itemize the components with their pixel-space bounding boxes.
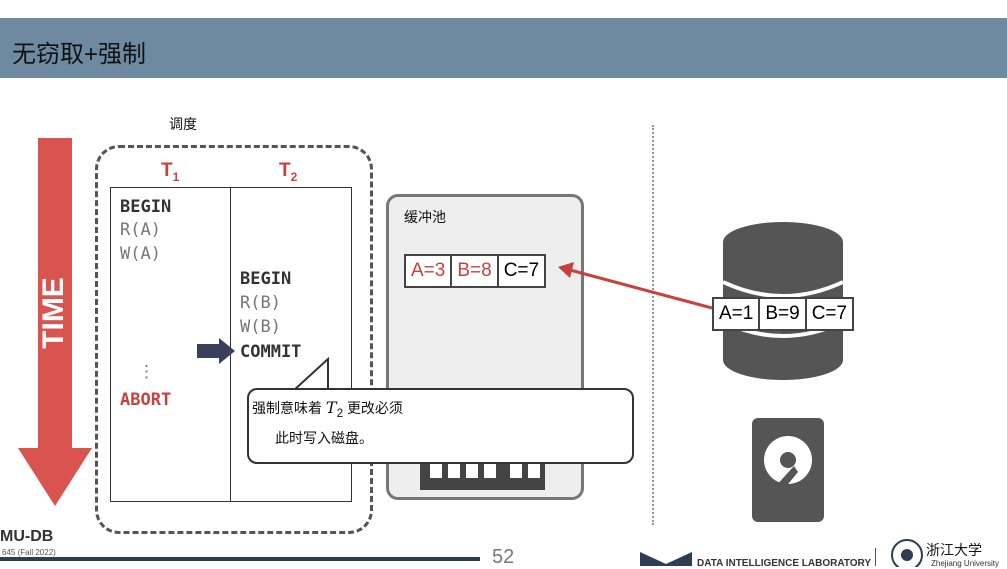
fetch-arrow — [558, 262, 713, 310]
buffer-pool-pages: A=3 B=8 C=7 — [404, 254, 547, 288]
disk-page-a: A=1 — [714, 299, 761, 329]
memory-chip-icon — [420, 458, 545, 490]
t1-header: T1 — [161, 160, 180, 184]
university-name-en: Zhejiang University — [931, 559, 1000, 568]
time-arrow: TIME — [18, 138, 92, 506]
t1-read: R(A) — [120, 220, 161, 240]
current-step-arrow-icon — [197, 338, 235, 364]
t2-header: T2 — [279, 160, 298, 184]
page-number: 52 — [492, 546, 515, 568]
title-bar — [0, 18, 1007, 78]
slide-title: 无窃取+强制 — [12, 41, 147, 68]
time-label: TIME — [37, 277, 70, 349]
callout-bubble — [247, 388, 634, 464]
schedule-label: 调度 — [169, 116, 197, 132]
university-logo-icon — [891, 539, 923, 567]
t2-commit: COMMIT — [240, 342, 302, 362]
t1-dots: ⋮ — [138, 362, 155, 382]
lab-logo-icon — [640, 552, 692, 566]
buffer-page-b: B=8 — [452, 256, 499, 286]
disk-pages: A=1 B=9 C=7 — [712, 297, 855, 331]
t1-write: W(A) — [120, 244, 161, 264]
footer-divider — [875, 548, 876, 566]
disk-page-b: B=9 — [760, 299, 807, 329]
t2-write: W(B) — [240, 317, 281, 337]
t1-begin: BEGIN — [120, 197, 172, 217]
university-name: 浙江大学 — [926, 542, 982, 558]
t1-abort: ABORT — [120, 390, 172, 410]
disk-page-c: C=7 — [811, 303, 848, 324]
buffer-page-a: A=3 — [406, 256, 453, 286]
hard-drive-icon — [752, 418, 824, 522]
lab-name: DATA INTELLIGENCE LABORATORY — [697, 558, 872, 569]
buffer-pool-label: 缓冲池 — [404, 209, 446, 225]
callout-line-2: 此时写入磁盘。 — [275, 430, 373, 446]
section-divider — [652, 125, 654, 525]
column-divider — [230, 187, 231, 502]
term-label: 645 (Fall 2022) — [2, 548, 56, 557]
callout-line-1: 强制意味着 T2 更改必须 — [252, 398, 403, 420]
course-label: MU-DB — [0, 528, 54, 545]
schedule-box — [95, 145, 373, 534]
t2-read: R(B) — [240, 293, 281, 313]
footer-line — [0, 557, 480, 561]
buffer-page-c: C=7 — [503, 260, 540, 281]
t2-begin: BEGIN — [240, 269, 292, 289]
